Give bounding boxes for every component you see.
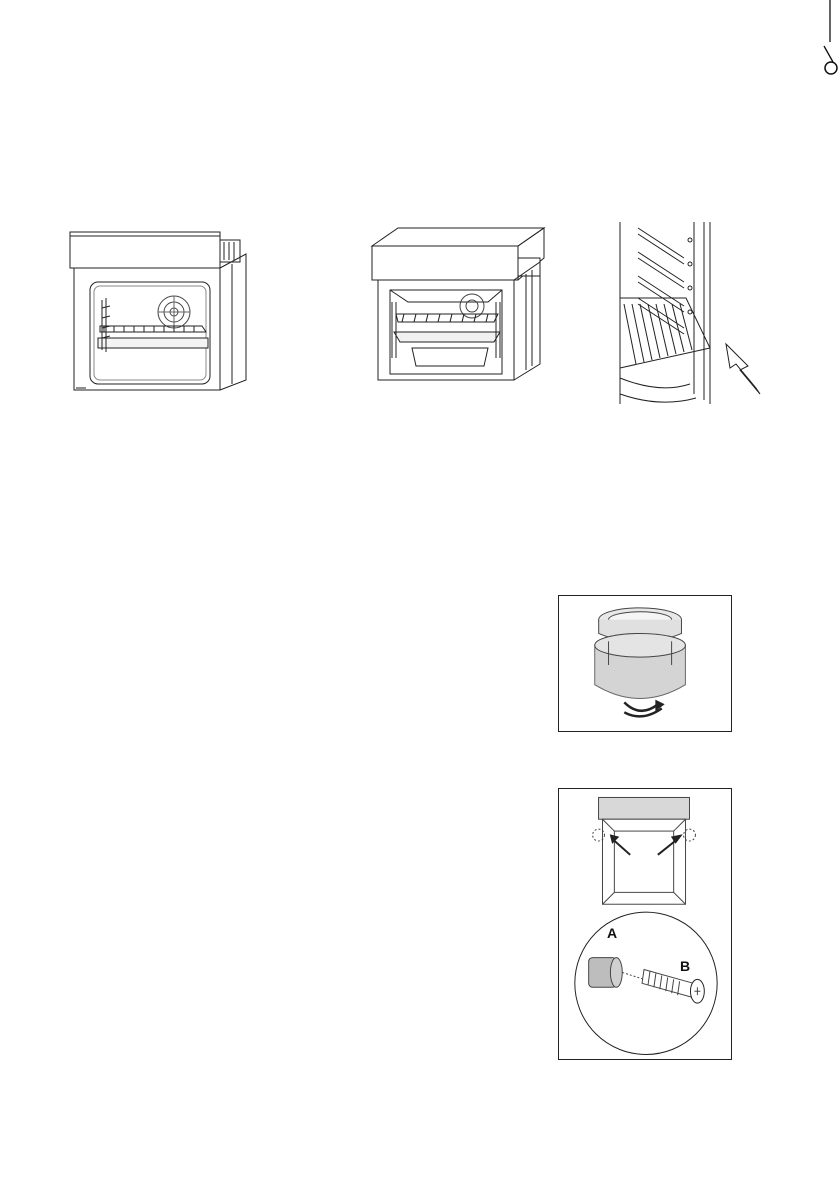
cabinet-fixing-screw-illustration: [558, 788, 732, 1060]
callout-label-b: B: [680, 958, 690, 974]
scissors-cut-mark-icon: [800, 0, 839, 80]
oven-lamp-cover-illustration: [558, 595, 732, 732]
shelf-rack-closeup-illustration: [610, 218, 770, 410]
callout-label-a: A: [607, 925, 617, 941]
oven-front-illustration: [66, 220, 256, 398]
oven-perspective-illustration: [368, 218, 548, 390]
